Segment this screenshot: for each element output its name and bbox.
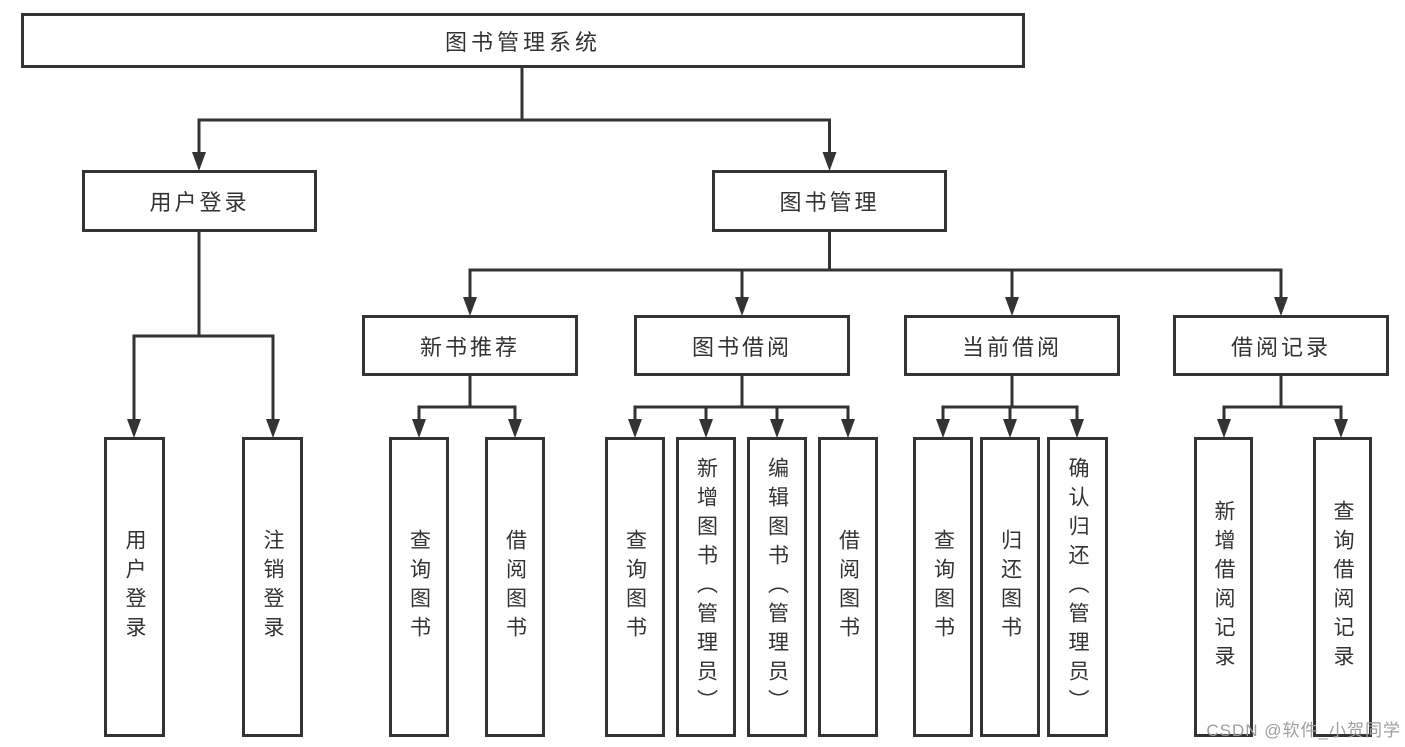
- edges-current-borrow: [936, 376, 1084, 438]
- arrowhead-icon: [841, 419, 855, 438]
- arrowhead-icon: [463, 297, 477, 316]
- leaf-query-books-current: 查询图书: [913, 437, 973, 737]
- leaf-logout-label: 注销登录: [261, 529, 284, 645]
- arrowhead-icon: [1005, 297, 1019, 316]
- node-book-borrow: 图书借阅: [634, 315, 850, 376]
- node-root: 图书管理系统: [21, 13, 1025, 68]
- arrowhead-icon: [1070, 419, 1084, 438]
- leaf-query-borrow-record: 查询借阅记录: [1313, 437, 1372, 737]
- leaf-query-books-borrow: 查询图书: [605, 437, 665, 737]
- leaf-return-books-label: 归还图书: [998, 529, 1022, 645]
- node-borrow-records-label: 借阅记录: [1230, 334, 1331, 360]
- node-user-login: 用户登录: [82, 170, 317, 232]
- csdn-watermark: CSDN @软件_小贺同学: [1206, 721, 1401, 740]
- node-current-borrow-label: 当前借阅: [961, 334, 1062, 360]
- leaf-logout: 注销登录: [242, 437, 303, 737]
- node-book-management: 图书管理: [712, 170, 947, 232]
- leaf-user-login-label: 用户登录: [123, 529, 146, 645]
- arrowhead-icon: [1003, 419, 1017, 438]
- arrowhead-icon: [192, 152, 206, 171]
- leaf-query-books-current-label: 查询图书: [931, 529, 955, 645]
- leaf-confirm-return-admin-label: 确认归还（管理员）: [1066, 456, 1089, 718]
- edges-user-login: [127, 232, 280, 438]
- arrowhead-icon: [508, 419, 522, 438]
- leaf-add-books-admin: 新增图书（管理员）: [676, 437, 736, 737]
- leaf-borrow-books-recommend: 借阅图书: [485, 437, 545, 737]
- node-root-label: 图书管理系统: [444, 29, 601, 55]
- arrowhead-icon: [412, 419, 426, 438]
- arrowhead-icon: [127, 419, 141, 438]
- leaf-add-books-admin-label: 新增图书（管理员）: [694, 456, 718, 718]
- edges-book-management: [463, 232, 1288, 316]
- edges-root-to-level2: [192, 68, 837, 171]
- edges-new-book-recommend: [412, 376, 522, 438]
- arrowhead-icon: [936, 419, 950, 438]
- leaf-add-borrow-record: 新增借阅记录: [1194, 437, 1253, 737]
- node-borrow-records: 借阅记录: [1173, 315, 1389, 376]
- arrowhead-icon: [266, 419, 280, 438]
- node-new-book-recommend: 新书推荐: [362, 315, 578, 376]
- leaf-borrow-books-label: 借阅图书: [836, 529, 860, 645]
- arrowhead-icon: [1334, 419, 1348, 438]
- arrowhead-icon: [770, 419, 784, 438]
- node-book-management-label: 图书管理: [779, 190, 880, 215]
- leaf-user-login: 用户登录: [104, 437, 165, 737]
- arrowhead-icon: [699, 419, 713, 438]
- node-current-borrow: 当前借阅: [904, 315, 1120, 376]
- leaf-edit-books-admin: 编辑图书（管理员）: [747, 437, 807, 737]
- leaf-confirm-return-admin: 确认归还（管理员）: [1047, 437, 1108, 737]
- leaf-query-books-borrow-label: 查询图书: [623, 529, 647, 645]
- leaf-edit-books-admin-label: 编辑图书（管理员）: [765, 456, 789, 718]
- leaf-borrow-books-recommend-label: 借阅图书: [503, 529, 527, 645]
- leaf-query-books-recommend-label: 查询图书: [407, 529, 431, 645]
- arrowhead-icon: [1274, 297, 1288, 316]
- leaf-query-books-recommend: 查询图书: [389, 437, 449, 737]
- arrowhead-icon: [735, 297, 749, 316]
- node-user-login-label: 用户登录: [149, 190, 250, 215]
- leaf-add-borrow-record-label: 新增借阅记录: [1212, 500, 1235, 674]
- leaf-query-borrow-record-label: 查询借阅记录: [1331, 500, 1354, 674]
- leaf-borrow-books: 借阅图书: [818, 437, 878, 737]
- edges-book-borrow: [628, 376, 855, 438]
- node-new-book-recommend-label: 新书推荐: [419, 334, 520, 360]
- node-book-borrow-label: 图书借阅: [691, 334, 792, 360]
- leaf-return-books: 归还图书: [980, 437, 1040, 737]
- arrowhead-icon: [822, 152, 837, 171]
- arrowhead-icon: [1217, 419, 1231, 438]
- edges-borrow-records: [1217, 376, 1348, 438]
- arrowhead-icon: [628, 419, 642, 438]
